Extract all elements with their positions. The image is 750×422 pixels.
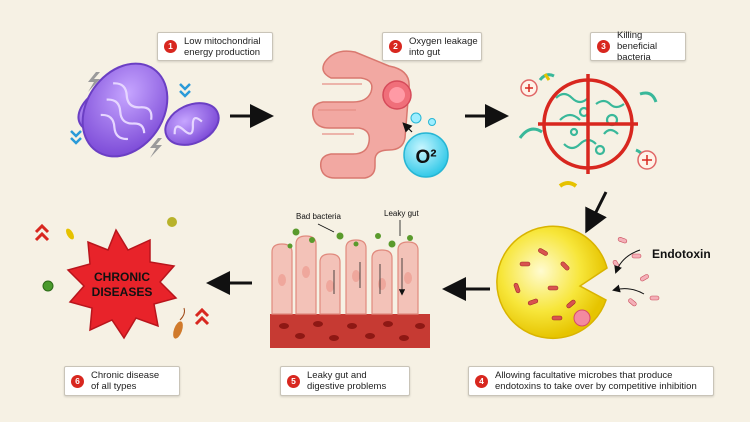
- step-6-label-box: 6 Chronic disease of all types: [64, 366, 180, 396]
- bad-bacteria-label: Bad bacteria: [296, 212, 341, 221]
- intestine-icon: [311, 50, 412, 179]
- step-1-label-box: 1 Low mitochondrial energy production: [157, 32, 273, 61]
- step-3-text: Killing beneficial bacteria: [617, 30, 658, 63]
- step-1-text: Low mitochondrial energy production: [184, 35, 261, 58]
- o2-label: O²: [415, 147, 436, 168]
- step-1-number: 1: [164, 40, 177, 53]
- step-3-number: 3: [597, 40, 610, 53]
- step-5-number: 5: [287, 374, 300, 388]
- chronic-disease-burst-icon: [66, 228, 178, 340]
- mitochondria-icon: [77, 62, 220, 158]
- arrow-icon: [585, 191, 608, 234]
- bacteria-crosshair-icon: [518, 73, 658, 188]
- step-4-text: Allowing facultative microbes that produ…: [495, 370, 697, 392]
- step-5-text: Leaky gut and digestive problems: [307, 370, 387, 392]
- leaky-gut-label: Leaky gut: [384, 209, 419, 218]
- endotoxin-label: Endotoxin: [652, 247, 711, 261]
- oxygen-bubble-icon: [402, 112, 449, 178]
- chronic-label-line2: DISEASES: [92, 285, 153, 299]
- step-4-label-box: 4 Allowing facultative microbes that pro…: [468, 366, 714, 396]
- endotoxin-cell-icon: [496, 225, 660, 340]
- step-2-text: Oxygen leakage into gut: [409, 35, 478, 58]
- step-2-label-box: 2 Oxygen leakage into gut: [382, 32, 482, 61]
- microbe-icon: [42, 217, 185, 339]
- chevron-icon: [34, 223, 210, 326]
- chronic-label-line1: CHRONIC: [94, 270, 150, 284]
- step-6-text: Chronic disease of all types: [91, 370, 160, 392]
- lightning-icon: [88, 72, 162, 158]
- step-3-label-box: 3 Killing beneficial bacteria: [590, 30, 686, 63]
- step-5-label-box: 5 Leaky gut and digestive problems: [280, 366, 410, 396]
- chevron-icon: [70, 83, 191, 145]
- step-2-number: 2: [389, 40, 402, 53]
- step-6-number: 6: [71, 374, 84, 388]
- intestinal-villi-icon: [270, 220, 430, 348]
- step-4-number: 4: [475, 374, 488, 388]
